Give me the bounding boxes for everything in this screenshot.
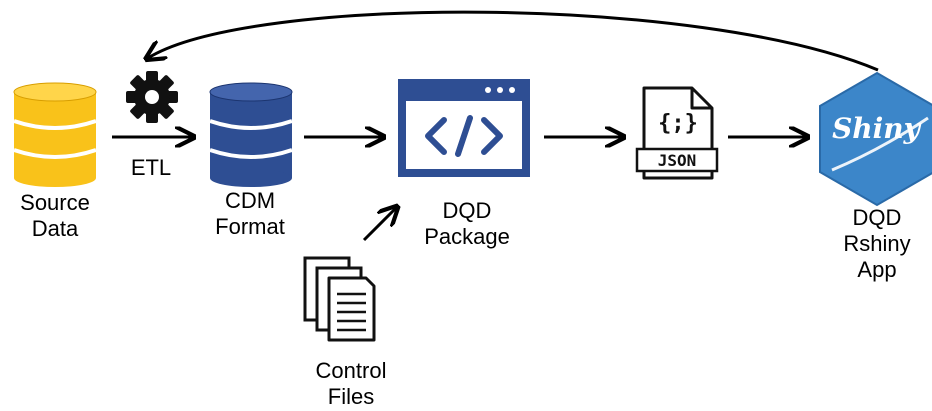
json-file-icon: {;} JSON (635, 86, 719, 180)
cdm-format-label-line2: Format (215, 214, 285, 239)
source-data-label-line2: Data (31, 216, 79, 241)
feedback-arrow (148, 10, 879, 72)
arrow-control-to-package (362, 208, 396, 242)
code-window-icon (398, 79, 530, 177)
json-braces: {;} (658, 111, 698, 136)
source-data-label: Source Data (5, 190, 105, 242)
etl-label-text: ETL (130, 155, 172, 180)
dqd-package-label: DQD Package (412, 198, 522, 250)
dqd-app-label: DQD Rshiny App (826, 205, 928, 283)
dqd-package-label-line2: Package (424, 224, 510, 249)
gear-icon (126, 71, 178, 123)
control-files-label: Control Files (296, 358, 406, 410)
json-badge-label: JSON (658, 151, 697, 170)
control-files-label-line2: Files (327, 384, 375, 409)
cdm-database-icon (209, 82, 293, 187)
dqd-package-label-line1: DQD (442, 198, 492, 223)
cdm-format-label: CDM Format (200, 188, 300, 240)
documents-icon (303, 256, 376, 342)
shiny-hex-icon: Shiny (819, 71, 932, 207)
etl-label: ETL (116, 155, 186, 181)
dqd-app-label-line1: DQD (852, 205, 902, 230)
dqd-app-label-line2: Rshiny (843, 231, 911, 256)
control-files-label-line1: Control (315, 358, 387, 383)
source-data-database-icon (13, 82, 97, 187)
shiny-badge-label: Shiny (832, 112, 922, 145)
dqd-app-label-line3: App (857, 257, 897, 282)
source-data-label-line1: Source (20, 190, 90, 215)
cdm-format-label-line1: CDM (224, 188, 276, 213)
